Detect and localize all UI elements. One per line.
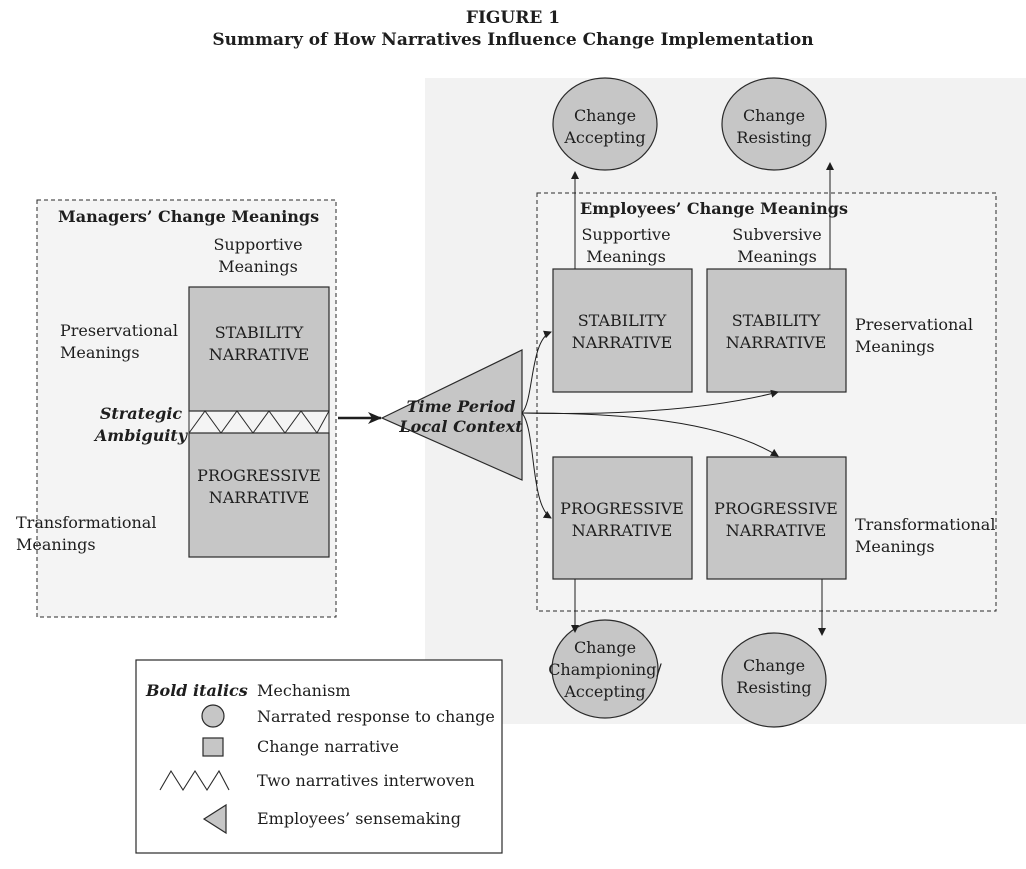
managers-header: Managers’ Change Meanings [58,207,319,226]
managers-preservational-line1: Preservational [60,321,178,340]
sensemaking-line1: Time Period [407,397,516,416]
employees-progressive-right-box [706,456,847,580]
response-top-right-line2: Resisting [736,128,811,147]
arrow-to-stability-left [521,330,552,414]
figure-number: FIGURE 1 [465,8,561,28]
employees-stability-left-box [552,268,693,393]
response-top-left-line1: Change [574,106,636,125]
response-circle-bottom-right [721,632,827,728]
managers-progressive-line2: NARRATIVE [209,488,310,507]
legend-circle-label: Narrated response to change [257,707,495,726]
employees-header: Employees’ Change Meanings [580,199,848,218]
managers-transformational-line2: Meanings [16,535,96,554]
strategic-ambiguity-line1: Strategic [100,404,183,423]
legend-bold-italics: Bold italics [145,681,248,700]
employees-progressive-right-line1: PROGRESSIVE [714,499,838,518]
legend-box [135,659,503,854]
employees-subversive-line1: Subversive [732,225,822,244]
managers-progressive-line1: PROGRESSIVE [197,466,321,485]
employees-transformational-line1: Transformational [855,515,995,534]
strategic-ambiguity-line2: Ambiguity [93,426,189,445]
managers-supportive-line2: Meanings [218,257,298,276]
employees-supportive-line1: Supportive [581,225,670,244]
employees-progressive-left-box [552,456,693,580]
employees-progressive-left-line1: PROGRESSIVE [560,499,684,518]
managers-stability-line1: STABILITY [215,323,304,342]
managers-transformational-line1: Transformational [16,513,156,532]
arrow-to-progressive-left [521,412,552,519]
employees-preservational-line2: Meanings [855,337,935,356]
legend-mechanism-label: Mechanism [257,681,350,700]
managers-progressive-box [188,432,330,558]
response-bottom-left-line1: Change [574,638,636,657]
sensemaking-line2: Local Context [398,417,523,436]
employees-stability-right-box [706,268,847,393]
employees-stability-right-line2: NARRATIVE [726,333,827,352]
legend-triangle-icon [202,803,227,835]
managers-stability-line2: NARRATIVE [209,345,310,364]
employees-progressive-left-line2: NARRATIVE [572,521,673,540]
managers-stability-box [188,286,330,412]
legend-zigzag-label: Two narratives interwoven [257,771,475,790]
employees-supportive-line2: Meanings [586,247,666,266]
response-circle-top-left [552,77,658,171]
managers-supportive-line1: Supportive [213,235,302,254]
response-bottom-left-line2: Championing/ [548,660,662,679]
sensemaking-triangle [380,349,523,481]
legend-square-icon [202,737,224,757]
figure-title: Summary of How Narratives Influence Chan… [212,30,814,50]
employees-subversive-line2: Meanings [737,247,817,266]
employees-transformational-line2: Meanings [855,537,935,556]
legend-zigzag-icon [159,769,230,792]
legend-square-label: Change narrative [257,737,399,756]
employees-stability-right-line1: STABILITY [732,311,821,330]
employees-preservational-line1: Preservational [855,315,973,334]
managers-preservational-line2: Meanings [60,343,140,362]
employees-progressive-right-line2: NARRATIVE [726,521,827,540]
legend-triangle-label: Employees’ sensemaking [257,809,461,828]
response-bottom-left-line3: Accepting [563,682,645,701]
response-top-left-line2: Accepting [563,128,645,147]
employees-stability-left-line2: NARRATIVE [572,333,673,352]
arrow-to-progressive-right [521,412,779,457]
legend-circle-icon [201,704,225,728]
response-bottom-right-line1: Change [743,656,805,675]
response-top-right-line1: Change [743,106,805,125]
response-circle-bottom-left [551,619,659,719]
employees-stability-left-line1: STABILITY [578,311,667,330]
response-bottom-right-line2: Resisting [736,678,811,697]
interwoven-zigzag [188,410,330,435]
response-circle-top-right [721,77,827,171]
